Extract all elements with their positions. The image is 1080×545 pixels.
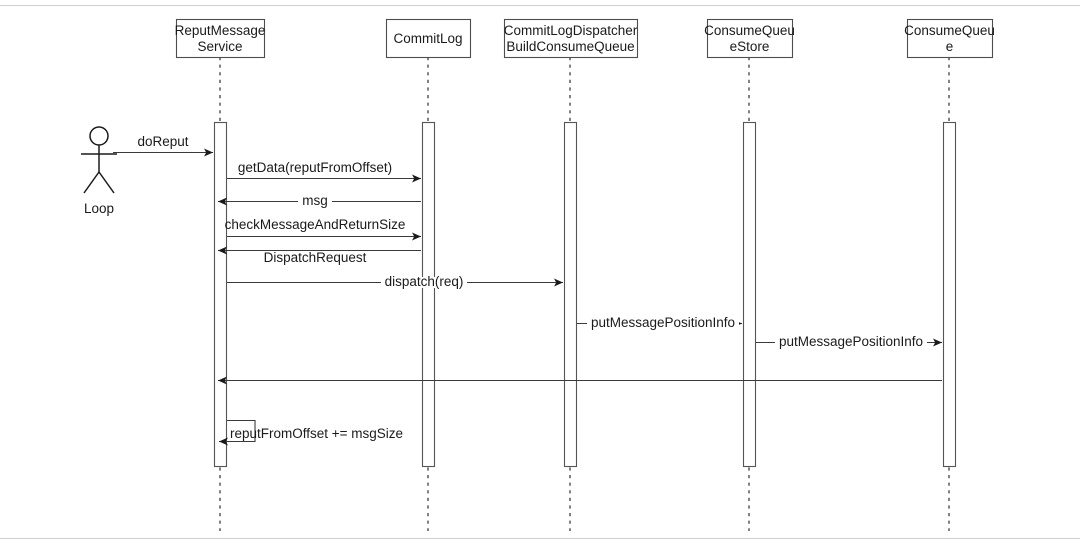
msg-do-reput-label: doReput (137, 134, 188, 149)
participant-box-commit-log[interactable] (385, 18, 472, 59)
msg-check-message-and-return-size-label: checkMessageAndReturnSize (225, 217, 406, 232)
msg-dispatch-request-label: DispatchRequest (264, 250, 367, 265)
activation-bar-consume-queue-store[interactable] (742, 121, 757, 468)
msg-msg-label-mask (298, 196, 332, 207)
msg-check-message-and-return-size[interactable]: checkMessageAndReturnSize (225, 217, 421, 241)
self-message-reput-from-offset: reputFromOffset += msgSize (219, 419, 403, 446)
participant-box-commit-log-dispatcher-build-consume-queue[interactable] (503, 18, 639, 59)
msg-do-reput[interactable]: doReput (113, 134, 213, 157)
participant-label-consume-queue-line1: ConsumeQueu (904, 23, 995, 38)
actor-loop[interactable]: Loop (81, 126, 117, 216)
msg-dispatch-req[interactable]: dispatch(req) (227, 274, 563, 289)
activation-bar-reput-message-service[interactable] (213, 121, 228, 468)
message-list: doReput getData(reputFromOffset) msg checkM… (113, 134, 942, 385)
participant-consume-queue[interactable]: ConsumeQueue (904, 18, 995, 532)
msg-put-message-position-info-store-label: putMessagePositionInfo (591, 315, 735, 330)
participant-label-consume-queue-store-line2: eStore (730, 39, 770, 54)
participant-label-commit-log-dispatcher-build-consume-queue-line1: CommitLogDispatcher (504, 23, 638, 38)
participant-box-consume-queue[interactable] (906, 18, 994, 59)
participant-box-reput-message-service[interactable] (175, 18, 266, 59)
participant-commit-log[interactable]: CommitLog (385, 18, 472, 532)
participant-label-commit-log-line1: CommitLog (393, 31, 462, 46)
participant-label-commit-log-dispatcher-build-consume-queue-line2: BuildConsumeQueue (506, 39, 634, 54)
msg-put-message-position-info-store[interactable]: putMessagePositionInfo (577, 315, 742, 330)
msg-reput-from-offset-self-path[interactable] (219, 419, 256, 446)
frame-edges (0, 5, 1080, 539)
actor-leg-right-icon (98, 171, 115, 194)
msg-dispatch-request[interactable]: DispatchRequest (218, 246, 421, 265)
actor-leg-left-icon (83, 171, 100, 194)
actor-label: Loop (84, 201, 114, 216)
participant-label-reput-message-service-line2: Service (197, 39, 242, 54)
msg-dispatch-req-label-mask (381, 277, 467, 288)
activation-bar-consume-queue[interactable] (942, 121, 957, 468)
msg-get-data[interactable]: getData(reputFromOffset) (227, 160, 421, 183)
msg-get-data-label: getData(reputFromOffset) (238, 160, 392, 175)
participant-label-consume-queue-store-line1: ConsumeQueu (704, 23, 795, 38)
participant-box-consume-queue-store[interactable] (706, 18, 794, 59)
msg-dispatch-req-label: dispatch(req) (385, 274, 464, 289)
msg-put-message-position-info-queue[interactable]: putMessagePositionInfo (756, 334, 942, 349)
msg-msg[interactable]: msg (218, 193, 421, 208)
activation-bar-commit-log[interactable] (421, 121, 436, 468)
msg-reput-from-offset-self-label: reputFromOffset += msgSize (230, 426, 403, 441)
msg-put-message-position-info-store-label-mask (587, 318, 739, 329)
msg-put-message-position-info-queue-label: putMessagePositionInfo (779, 334, 923, 349)
participant-label-consume-queue-line2: e (946, 39, 954, 54)
msg-msg-label: msg (302, 193, 328, 208)
actor-head-icon (89, 126, 109, 146)
participant-label-reput-message-service-line1: ReputMessage (175, 23, 266, 38)
msg-put-message-position-info-queue-label-mask (775, 337, 927, 348)
activation-bar-commit-log-dispatcher-build-consume-queue[interactable] (563, 121, 578, 468)
